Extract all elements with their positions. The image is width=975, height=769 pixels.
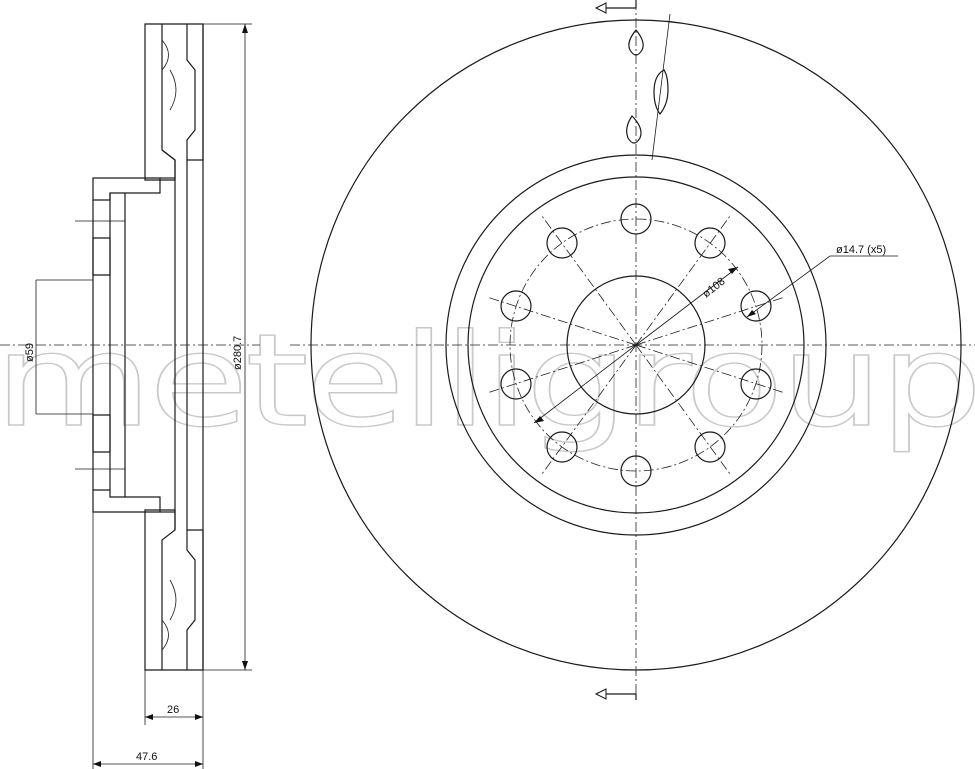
bolt-hole bbox=[546, 227, 578, 259]
bolt-hole bbox=[546, 431, 578, 463]
bolt-hole bbox=[620, 455, 652, 487]
front-view: ø108 ø14.7 (x5) bbox=[290, 0, 975, 700]
hat-bottom-section bbox=[92, 489, 161, 513]
total-height-label: 47.6 bbox=[136, 751, 157, 763]
section-arrow-bottom bbox=[594, 688, 637, 700]
bolt-holes bbox=[500, 203, 772, 487]
hub-flange-upper bbox=[92, 237, 111, 276]
disc-diameter-dimension: ø280.7 bbox=[203, 23, 252, 671]
watermark-text: metelligroup bbox=[0, 307, 975, 456]
pcd-label: ø108 bbox=[700, 275, 727, 300]
lower-ring-section bbox=[144, 509, 176, 671]
vent-slot-marks bbox=[626, 13, 671, 161]
thickness-label: 26 bbox=[167, 704, 179, 716]
upper-ring-outer-section bbox=[186, 23, 204, 161]
bolt-hole bbox=[500, 290, 532, 322]
total-height-dimension: 47.6 bbox=[92, 512, 204, 769]
thickness-dimension: 26 bbox=[144, 670, 204, 725]
bolt-hole bbox=[694, 227, 726, 259]
section-arrow-top bbox=[594, 0, 637, 14]
hat-top-section bbox=[92, 177, 161, 201]
hub-diameter-label: ø59 bbox=[24, 343, 36, 362]
hub-diameter-dimension: ø59 bbox=[24, 279, 93, 415]
bolt-hole bbox=[620, 203, 652, 235]
bolt-hole bbox=[694, 431, 726, 463]
disc-diameter-label: ø280.7 bbox=[232, 336, 244, 370]
bolt-hole-label: ø14.7 (x5) bbox=[836, 244, 886, 256]
lower-ring-outer-section bbox=[186, 529, 204, 671]
bolt-hole bbox=[500, 368, 532, 400]
side-section-view bbox=[0, 23, 260, 671]
bolt-hole bbox=[740, 290, 772, 322]
bolt-hole bbox=[740, 368, 772, 400]
